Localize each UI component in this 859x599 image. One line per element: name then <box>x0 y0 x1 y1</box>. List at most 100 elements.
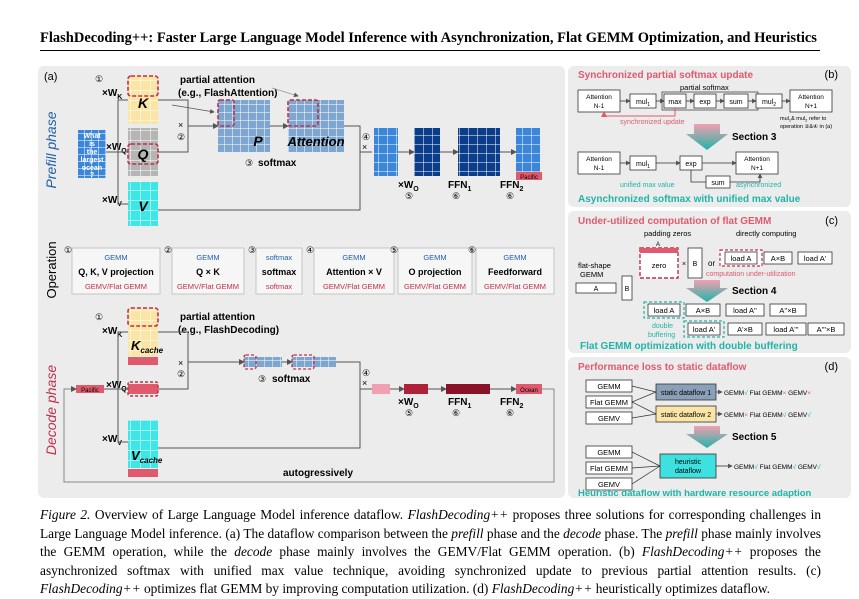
p-label: P <box>253 133 263 149</box>
svg-text:load A': load A' <box>804 254 827 263</box>
svg-text:load A: load A <box>731 254 752 263</box>
svg-text:A: A <box>594 286 599 293</box>
svg-text:Q × K: Q × K <box>196 267 220 277</box>
svg-text:N+1: N+1 <box>751 165 763 172</box>
svg-text:max: max <box>668 99 682 106</box>
section-4-arrow <box>686 280 728 302</box>
decode-partial-attention-label: partial attention <box>180 312 255 323</box>
panel-d: (d) Performance loss to static dataflow … <box>568 357 851 499</box>
svg-text:Attention: Attention <box>586 156 612 163</box>
svg-text:GEMM: GEMM <box>580 270 603 279</box>
svg-text:operation ②&④ in (a): operation ②&④ in (a) <box>780 123 832 130</box>
k-matrix <box>128 76 158 124</box>
autoregressive-label: autogressively <box>283 468 353 479</box>
svg-text:zero: zero <box>652 261 667 270</box>
svg-text:GEMM: GEMM <box>196 253 219 262</box>
decode-wo-label: ×WO <box>398 397 419 410</box>
section-5-label: Section 5 <box>732 432 777 443</box>
svg-text:flat-shape: flat-shape <box>578 261 611 270</box>
svg-text:①: ① <box>95 312 103 322</box>
svg-text:GEMV: GEMV <box>598 414 620 423</box>
svg-text:mul2: mul2 <box>762 99 776 108</box>
wk-label: ×WK <box>102 88 122 101</box>
svg-text:A: A <box>656 242 660 248</box>
svg-text:①: ① <box>95 74 103 84</box>
q-matrix <box>128 128 158 176</box>
decode-wk-label: ×WK <box>102 326 122 339</box>
svg-text:double: double <box>652 323 673 330</box>
svg-text:A'×B: A'×B <box>737 325 753 334</box>
decode-pacific-token <box>76 385 104 393</box>
section-3-label: Section 3 <box>732 132 777 143</box>
svg-text:A×B: A×B <box>771 254 785 263</box>
svg-text:④: ④ <box>362 368 370 378</box>
svg-text:GEMM: GEMM <box>503 253 526 262</box>
svg-text:GEMM: GEMM <box>342 253 365 262</box>
svg-text:①: ① <box>64 245 72 255</box>
svg-text:×: × <box>362 378 367 388</box>
svg-text:is: is <box>89 141 95 148</box>
operation-label: Operation <box>44 241 59 298</box>
svg-text:GEMM: GEMM <box>597 448 620 457</box>
svg-text:largest: largest <box>81 157 105 164</box>
svg-text:padding zeros: padding zeros <box>644 229 691 238</box>
svg-text:Attention: Attention <box>744 156 770 163</box>
svg-text:softmax: softmax <box>266 282 293 291</box>
svg-text:⑥: ⑥ <box>452 408 460 418</box>
svg-text:④: ④ <box>306 245 314 255</box>
svg-text:What: What <box>83 133 101 140</box>
static-1-result: GEMM√ Flat GEMM× GEMV× <box>724 389 811 397</box>
svg-text:⑥: ⑥ <box>506 191 514 201</box>
svg-text:sum: sum <box>711 180 724 187</box>
decode-attention-output <box>372 384 390 394</box>
svg-text:③: ③ <box>245 158 253 168</box>
svg-text:A''×B: A''×B <box>779 306 796 315</box>
svg-text:N+1: N+1 <box>805 103 817 110</box>
panel-b-footer: Asynchronized softmax with unified max v… <box>578 194 801 205</box>
prefill-phase-label: Prefill phase <box>43 111 59 188</box>
svg-text:A×B: A×B <box>696 306 710 315</box>
svg-text:③: ③ <box>248 245 256 255</box>
decode-ffn1-label: FFN1 <box>448 397 471 410</box>
decode-ffn2-label: FFN2 <box>500 397 523 410</box>
prefill-o-projection-output <box>414 128 440 176</box>
panel-a-label: (a) <box>44 71 57 83</box>
svg-text:directly computing: directly computing <box>736 229 796 238</box>
decode-o-projection-output <box>404 384 428 394</box>
static-2-result: GEMM× Flat GEMM√ GEMV√ <box>724 411 811 419</box>
k-cache-new-row <box>128 357 158 365</box>
k-label: K <box>138 95 149 111</box>
svg-text:⑤: ⑤ <box>405 408 413 418</box>
panel-c-footer: Flat GEMM optimization with double buffe… <box>580 341 798 352</box>
attention-label: Attention <box>286 134 344 149</box>
svg-text:static dataflow 2: static dataflow 2 <box>661 412 711 419</box>
q-partial-block <box>127 143 159 165</box>
svg-text:exp: exp <box>699 99 710 106</box>
svg-text:GEMM: GEMM <box>597 382 620 391</box>
header-rule <box>40 50 820 51</box>
operation-row: ① GEMM Q, K, V projection GEMV/Flat GEMM… <box>64 245 555 295</box>
svg-text:load A: load A <box>654 306 675 315</box>
panel-d-title: Performance loss to static dataflow <box>578 362 747 373</box>
svg-text:⑥: ⑥ <box>468 245 476 255</box>
svg-text:A'''×B: A'''×B <box>817 325 836 334</box>
heuristic-result: GEMM√ Flat GEMM√ GEMV√ <box>734 463 821 471</box>
svg-text:?: ? <box>90 172 94 179</box>
decode-wv-label: ×WV <box>102 434 122 447</box>
svg-text:GEMV/Flat GEMM: GEMV/Flat GEMM <box>484 282 546 291</box>
svg-text:mul1& mul2 refer to: mul1& mul2 refer to <box>780 116 826 123</box>
svg-text:asynchronized: asynchronized <box>736 182 781 189</box>
svg-text:partial softmax: partial softmax <box>680 83 729 92</box>
svg-text:unified max value: unified max value <box>620 182 675 189</box>
svg-text:×: × <box>178 358 183 368</box>
svg-text:Feedforward: Feedforward <box>488 267 542 277</box>
v-label: V <box>138 198 149 214</box>
svg-text:ocean: ocean <box>82 165 102 172</box>
svg-text:softmax: softmax <box>266 253 293 262</box>
prefill-partial-attention-label: partial attention <box>180 75 255 86</box>
decode-ffn1-output <box>446 384 490 394</box>
figure-caption: Figure 2. Overview of Large Language Mod… <box>40 507 822 597</box>
prefill-wo-label: ×WO <box>398 180 419 193</box>
autoregressive-loop-arrow <box>63 386 555 483</box>
panel-d-label: (d) <box>825 361 838 373</box>
